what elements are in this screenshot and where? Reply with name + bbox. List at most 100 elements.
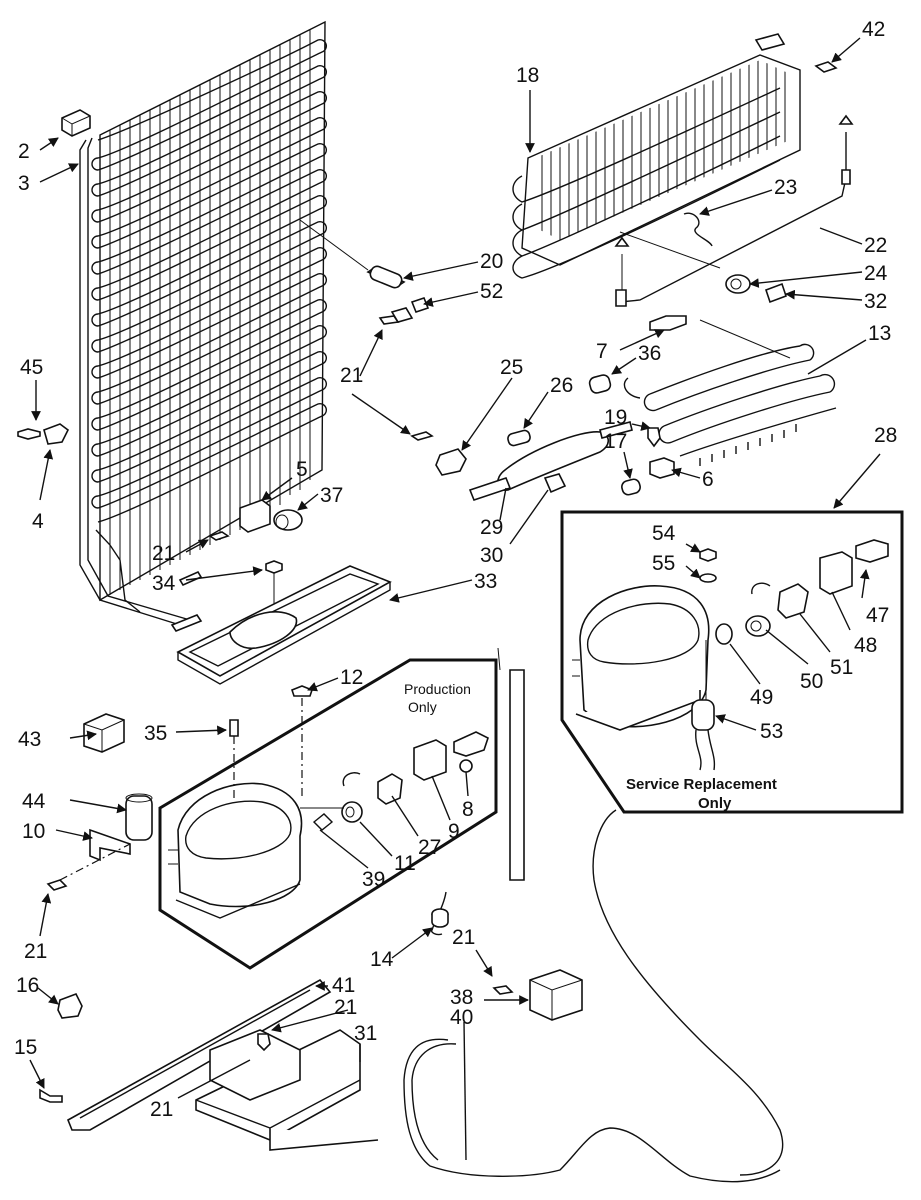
plug-17: [621, 478, 641, 496]
callout-54: 54: [652, 522, 676, 545]
production-note-line2: Only: [408, 699, 437, 715]
service-replacement-box: [560, 510, 904, 814]
clip-32: [764, 282, 788, 304]
callout-32: 32: [864, 290, 887, 313]
tube-40: [403, 1038, 781, 1183]
callout-36: 36: [638, 342, 661, 365]
callout-21-relay: 21: [452, 926, 475, 949]
callout-41: 41: [332, 974, 355, 997]
callout-4: 4: [32, 510, 44, 533]
callout-22: 22: [864, 234, 887, 257]
callout-33: 33: [474, 570, 497, 593]
service-note-line2: Only: [698, 795, 732, 812]
callout-23: 23: [774, 176, 797, 199]
screw-42: [814, 61, 838, 73]
accumulator-29: [468, 421, 633, 501]
grommet-37: [273, 509, 303, 531]
drain-pan-33: [176, 565, 392, 685]
tube-22: [614, 114, 854, 307]
callout-27: 27: [418, 836, 441, 859]
grommet-24: [725, 274, 751, 294]
production-note-line1: Production: [404, 681, 471, 697]
callout-6: 6: [702, 468, 714, 491]
callout-39: 39: [362, 868, 385, 891]
service-note-line1: Service Replacement: [626, 776, 777, 793]
clip-25: [435, 448, 467, 476]
screw-21-relay: [492, 985, 514, 995]
callout-21-bottom: 21: [150, 1098, 173, 1121]
callout-24: 24: [864, 262, 888, 285]
screw-21-mid: [410, 431, 434, 441]
callout-21-mount: 21: [334, 996, 357, 1019]
callout-3: 3: [18, 172, 30, 195]
screw-45: [17, 428, 41, 440]
callout-55: 55: [652, 552, 675, 575]
tube-vertical: [497, 647, 525, 881]
callout-13: 13: [868, 322, 891, 345]
capacitor-44: [125, 793, 153, 841]
grommet-14: [431, 908, 449, 928]
callout-21-left: 21: [152, 542, 175, 565]
callout-5: 5: [296, 458, 308, 481]
condenser-coil: [79, 20, 328, 632]
part-43: [83, 713, 125, 753]
callout-21-upper: 21: [340, 364, 363, 387]
callout-20: 20: [480, 250, 503, 273]
callout-15: 15: [14, 1036, 37, 1059]
callout-26: 26: [550, 374, 573, 397]
screw-21-lower-left: [46, 879, 68, 891]
screw-15: [39, 1088, 63, 1103]
bracket-10: [89, 828, 131, 862]
callout-31: 31: [354, 1022, 377, 1045]
callout-40: 40: [450, 1006, 473, 1029]
evaporator-18: [512, 33, 801, 279]
relay-38: [529, 969, 583, 1021]
callout-53: 53: [760, 720, 783, 743]
callout-19: 19: [604, 406, 627, 429]
callout-34: 34: [152, 572, 176, 595]
callout-50: 50: [800, 670, 823, 693]
callout-37: 37: [320, 484, 343, 507]
wire-23: [683, 212, 713, 247]
callout-38: 38: [450, 986, 473, 1009]
callout-11: 11: [394, 852, 416, 875]
mount-31: [195, 1029, 379, 1151]
callout-52: 52: [480, 280, 503, 303]
relay-6: [649, 457, 675, 479]
plug-26: [507, 429, 531, 447]
callout-25: 25: [500, 356, 523, 379]
callout-14: 14: [370, 948, 394, 971]
callout-45: 45: [20, 356, 43, 379]
callout-8: 8: [462, 798, 474, 821]
callout-44: 44: [22, 790, 46, 813]
callout-51: 51: [830, 656, 853, 679]
callout-21-lower-left: 21: [24, 940, 47, 963]
callout-35: 35: [144, 722, 167, 745]
bracket-5: [239, 499, 271, 533]
production-compressor-box: [158, 658, 498, 970]
clip-52: [410, 297, 430, 313]
part-16: [57, 992, 83, 1019]
suction-line-service: [592, 809, 784, 1176]
screw-21-left: [208, 531, 230, 541]
callout-16: 16: [16, 974, 39, 997]
callout-9: 9: [448, 820, 460, 843]
plug-36: [588, 374, 612, 394]
callout-12: 12: [340, 666, 363, 689]
callout-43: 43: [18, 728, 41, 751]
callout-17: 17: [604, 430, 627, 453]
leader-lines: [29, 37, 881, 1161]
callout-49: 49: [750, 686, 773, 709]
callout-30: 30: [480, 544, 503, 567]
condenser-bracket: [61, 109, 91, 137]
drier-20: [299, 219, 406, 289]
connector-7: [649, 315, 791, 359]
callout-7: 7: [596, 340, 608, 363]
callout-47: 47: [866, 604, 889, 627]
screw-19: [647, 427, 661, 448]
leader-screw-21: [59, 843, 131, 881]
callout-28: 28: [874, 424, 897, 447]
callout-42: 42: [862, 18, 885, 41]
clip-4: [43, 423, 70, 445]
